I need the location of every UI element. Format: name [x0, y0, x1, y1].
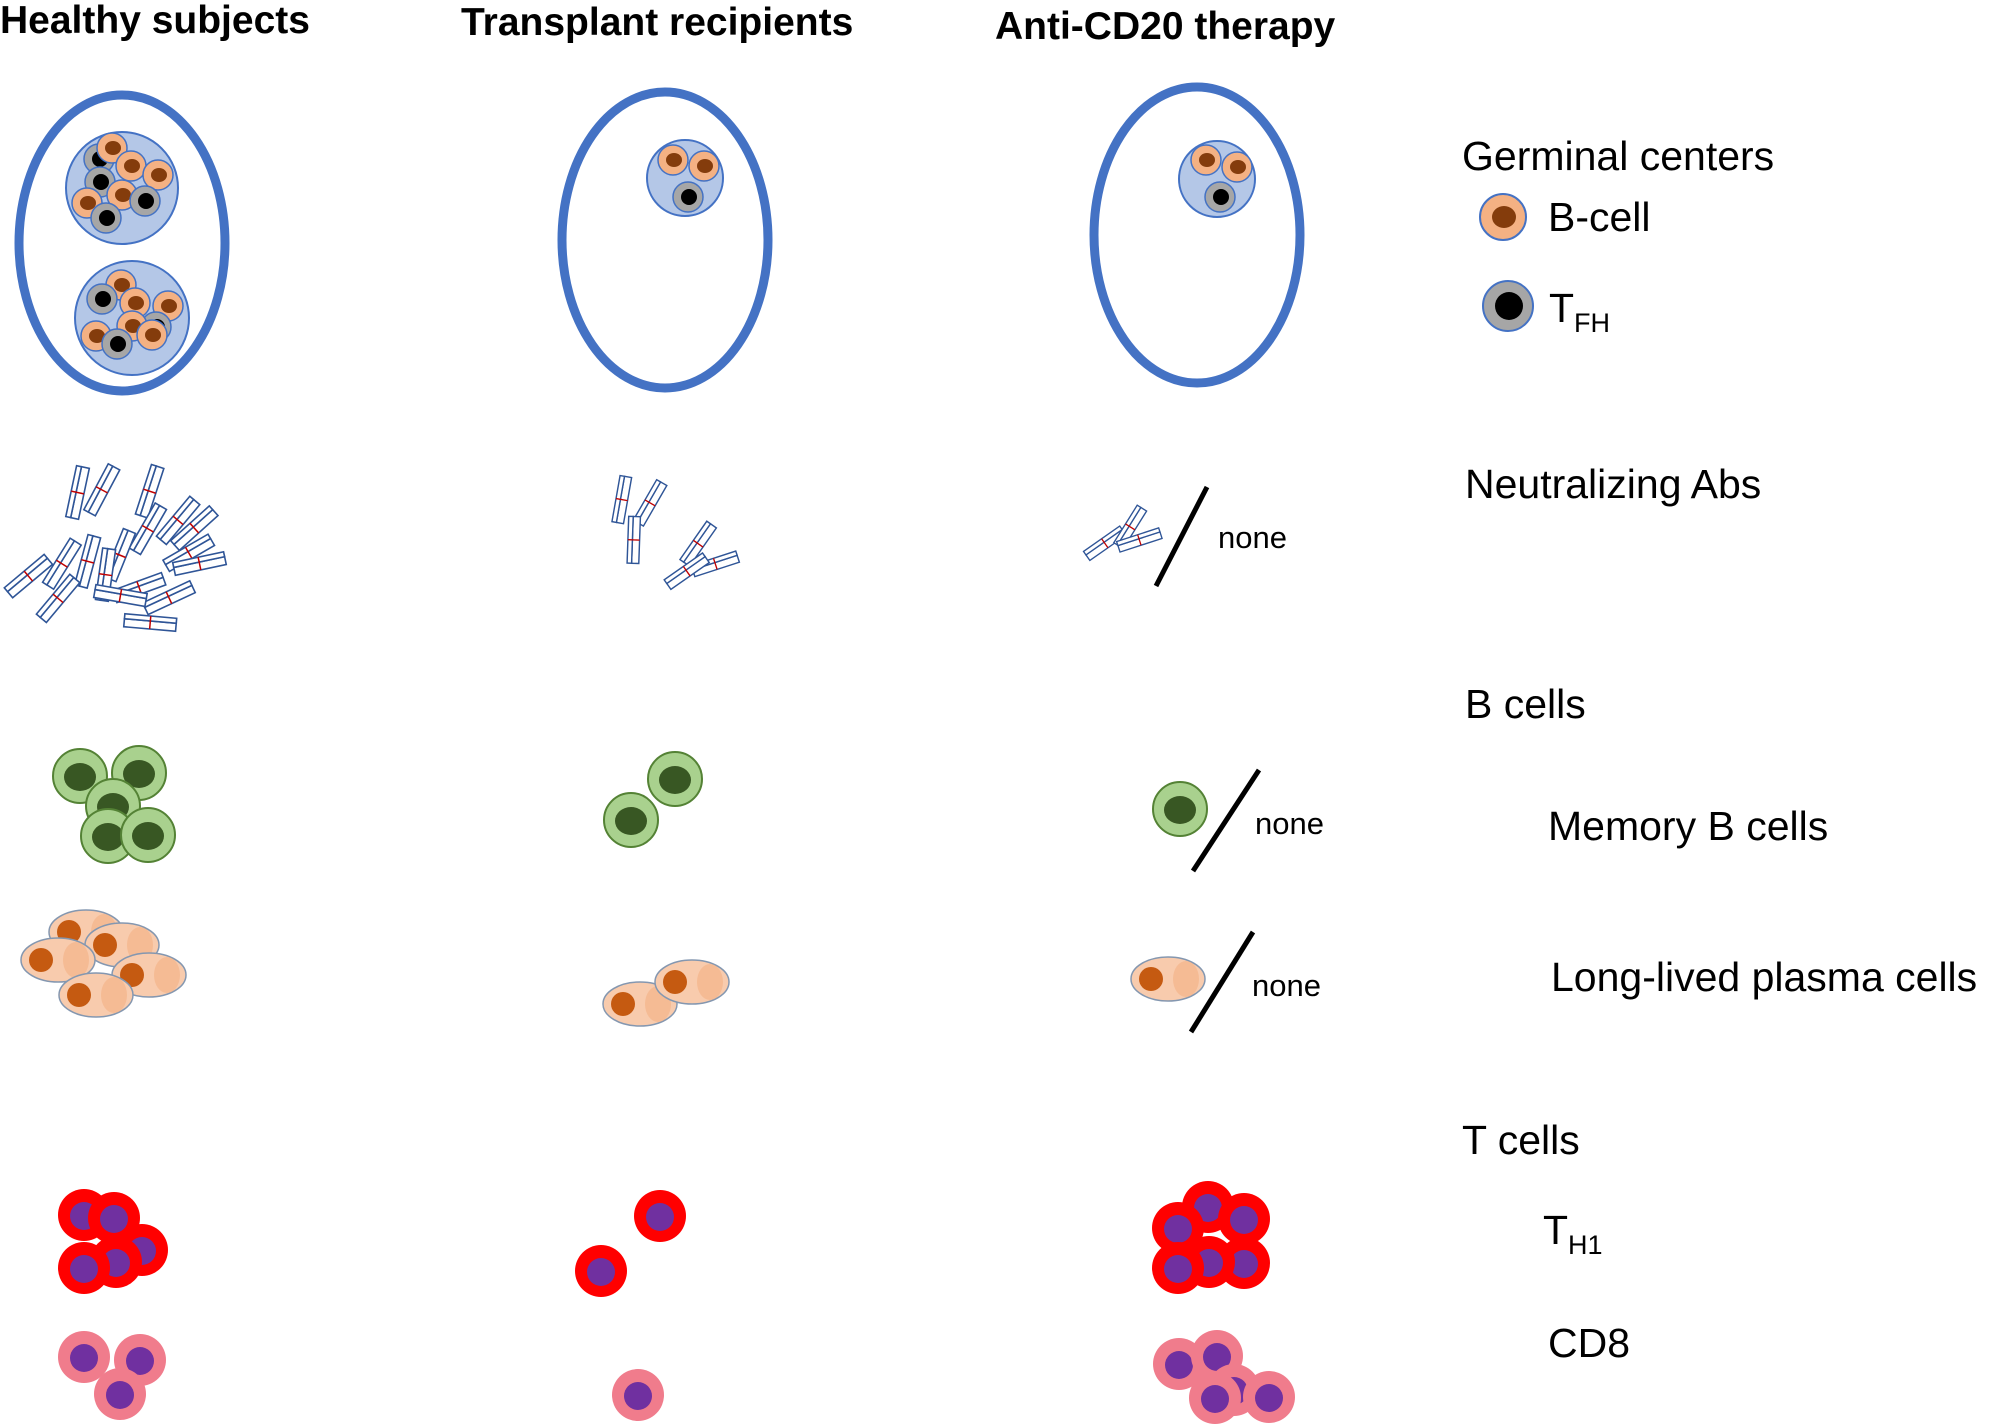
legend-th1-main: T: [1543, 1207, 1568, 1253]
legend-t-cells: T cells: [1462, 1117, 1580, 1163]
antibody-icon: [141, 579, 197, 616]
antibody-icon: [122, 612, 178, 633]
follicle-healthy: [14, 90, 230, 396]
legend-b-cells: B cells: [1465, 681, 1586, 727]
cd8-cell-icon: [1189, 1372, 1241, 1424]
legend-memory-b-cells: Memory B cells: [1548, 803, 1828, 849]
antibody-icon: [82, 462, 121, 517]
antibody-icon: [41, 537, 83, 591]
b-cell-icon: [1479, 193, 1527, 241]
antibody-icon: [35, 573, 81, 624]
tfh-cell-icon: [90, 202, 122, 234]
antibody-icon: [626, 515, 642, 565]
slash-icon: [1188, 930, 1256, 1034]
antibody-icon: [64, 464, 91, 521]
th1-cell-icon: [58, 1242, 110, 1294]
legend-neutralizing-abs: Neutralizing Abs: [1465, 461, 1761, 507]
legend-tfh: TFH: [1549, 285, 1610, 338]
plasma-cell-icon: [1130, 956, 1206, 1002]
memory-b-cell-icon: [80, 808, 136, 864]
antibody-icon: [73, 533, 102, 590]
cd8-cell-icon: [58, 1331, 110, 1383]
column-title-healthy: Healthy subjects: [0, 0, 310, 42]
legend-th1: TH1: [1543, 1207, 1603, 1260]
b-cell-icon: [688, 150, 720, 182]
b-cell-icon: [136, 319, 168, 351]
plasma-cell-icon: [654, 959, 730, 1005]
legend-long-lived-plasma-cells: Long-lived plasma cells: [1551, 954, 1977, 1000]
none-label-plasma: none: [1252, 968, 1321, 1003]
follicle-transplant: [557, 87, 773, 393]
slash-icon: [1190, 768, 1262, 873]
th1-cell-icon: [1218, 1193, 1270, 1245]
memory-b-cell-icon: [603, 792, 659, 848]
plasma-cell-icon: [58, 972, 134, 1018]
none-label-abs: none: [1218, 520, 1287, 555]
tfh-cell-icon: [129, 185, 161, 217]
th1-cell-icon: [575, 1245, 627, 1297]
th1-cell-icon: [634, 1190, 686, 1242]
germinal-center-cells: [71, 132, 1253, 360]
legend-th1-subscript: H1: [1568, 1230, 1603, 1260]
plasma-cells: [20, 909, 1206, 1027]
b-cell-icon: [1190, 144, 1222, 176]
plasma-cell-icon: [602, 981, 678, 1027]
absence-markers: none none none: [1153, 485, 1324, 1034]
t-cells-group: [58, 1181, 1295, 1424]
legend-tfh-subscript: FH: [1574, 308, 1610, 338]
legend-cd8: CD8: [1548, 1320, 1630, 1366]
tfh-cell-icon: [1482, 280, 1534, 332]
antibody-icon: [169, 504, 220, 552]
legend-tfh-main: T: [1549, 285, 1574, 331]
antibody-icon: [92, 583, 149, 608]
memory-b-cell-icon: [1152, 781, 1208, 837]
th1-cell-icon: [1152, 1242, 1204, 1294]
b-cell-icon: [1221, 151, 1253, 183]
cd8-cell-icon: [94, 1368, 146, 1420]
memory-b-cell-icon: [647, 751, 703, 807]
b-cell-icon: [657, 144, 689, 176]
memory-b-cells: [52, 745, 1208, 864]
memory-b-cell-icon: [120, 807, 176, 863]
antibody-icon: [611, 474, 633, 525]
tfh-cell-icon: [672, 181, 704, 213]
follicle-anti-cd20: [1089, 82, 1305, 388]
antibody-icon: [1115, 527, 1163, 553]
slash-icon: [1153, 485, 1210, 588]
th1-cell-icon: [1152, 1202, 1204, 1254]
plasma-cell-icon: [20, 937, 96, 983]
antibody-icon: [128, 501, 168, 556]
legend-germinal-centers: Germinal centers: [1462, 133, 1774, 179]
tfh-cell-icon: [86, 283, 118, 315]
tfh-cell-icon: [101, 328, 133, 360]
follicles: [14, 82, 1305, 396]
b-cell-icon: [119, 287, 151, 319]
legend-b-cell: B-cell: [1548, 194, 1651, 240]
b-cell-icon: [115, 150, 147, 182]
antibody-icon: [134, 463, 165, 519]
column-title-anti-cd20: Anti-CD20 therapy: [995, 5, 1336, 48]
none-label-memory-b: none: [1255, 806, 1324, 841]
antibody-icon: [3, 553, 54, 599]
antibody-icon: [663, 551, 711, 591]
neutralizing-antibodies: [3, 462, 1163, 633]
b-cell-icon: [142, 159, 174, 191]
tfh-cell-icon: [1204, 181, 1236, 213]
cd8-cell-icon: [1243, 1371, 1295, 1423]
antibody-icon: [1082, 525, 1128, 562]
column-title-transplant: Transplant recipients: [461, 1, 853, 44]
antibody-icon: [171, 550, 228, 577]
legend: Germinal centers B-cell TFH Neutralizing…: [1462, 133, 1977, 1366]
antibody-icon: [155, 495, 201, 546]
cd8-cell-icon: [612, 1369, 664, 1421]
